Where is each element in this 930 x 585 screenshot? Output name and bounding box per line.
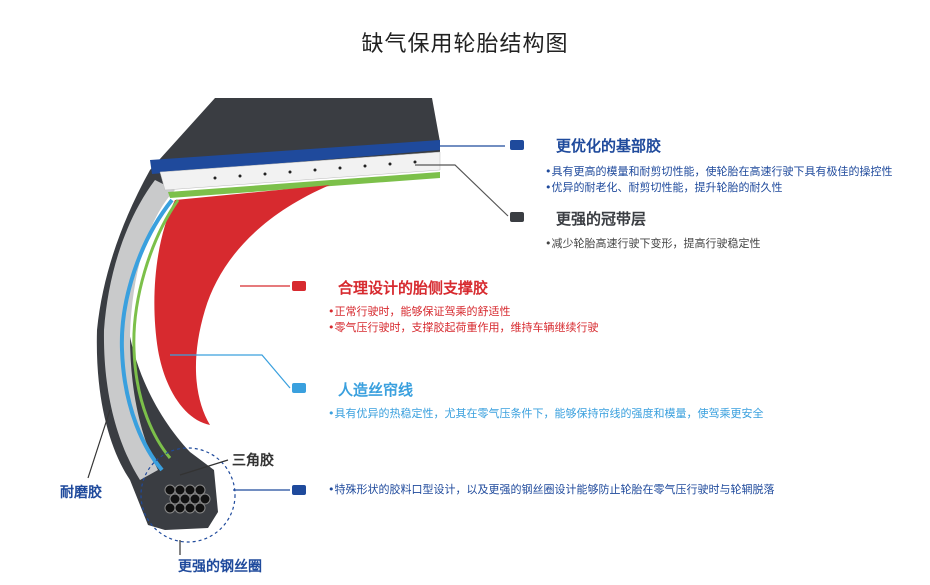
bullets-support: 正常行驶时，能够保证驾乘的舒适性 零气压行驶时，支撑胶起荷重作用，维持车辆继续行…: [328, 304, 599, 336]
bullet-base-1: 具有更高的模量和耐剪切性能，使轮胎在高速行驶下具有极佳的操控性: [545, 164, 893, 180]
bullets-base: 具有更高的模量和耐剪切性能，使轮胎在高速行驶下具有极佳的操控性 优异的耐老化、耐…: [545, 164, 893, 196]
sidewall-support-red: [154, 185, 330, 425]
label-bead: 更强的钢丝圈: [178, 559, 262, 575]
base-rubber-layer: [150, 140, 440, 174]
marker-support: [292, 281, 306, 291]
page-title: 缺气保用轮胎结构图: [361, 32, 569, 57]
leader-cap: [415, 164, 509, 217]
leader-cord: [170, 354, 291, 389]
bullet-support-1: 正常行驶时，能够保证驾乘的舒适性: [328, 304, 599, 320]
label-apex: 三角胶: [232, 453, 274, 469]
leader-abrasion: [87, 409, 111, 479]
heading-support: 合理设计的胎侧支撑胶: [338, 279, 489, 297]
rayon-cord-line: [119, 198, 174, 472]
bullet-support-2: 零气压行驶时，支撑胶起荷重作用，维持车辆继续行驶: [328, 320, 599, 336]
bead-ring-outline: [140, 447, 236, 543]
bullet-bead-1: 特殊形状的胶料口型设计，以及更强的钢丝圈设计能够防止轮胎在零气压行驶时与轮辋脱落: [328, 482, 775, 498]
tread-rubber: [96, 98, 440, 530]
rayon-cord-line-inner: [132, 199, 180, 459]
heading-cord: 人造丝帘线: [338, 381, 414, 399]
bullets-bead: 特殊形状的胶料口型设计，以及更强的钢丝圈设计能够防止轮胎在零气压行驶时与轮辋脱落: [328, 482, 775, 498]
label-abrasion: 耐磨胶: [60, 485, 102, 501]
bullet-base-2: 优异的耐老化、耐剪切性能，提升轮胎的耐久性: [545, 180, 893, 196]
leader-lines: [87, 145, 509, 555]
marker-base: [510, 140, 524, 150]
marker-bead: [292, 485, 306, 495]
inner-green-band: [168, 172, 440, 198]
bullets-cord: 具有优异的热稳定性，尤其在零气压条件下，能够保持帘线的强度和模量，使驾乘更安全: [328, 406, 764, 422]
cap-ply-layer: [159, 151, 441, 191]
leader-apex: [179, 459, 229, 476]
sidewall-gray: [103, 180, 175, 480]
marker-cord: [292, 383, 306, 393]
cap-ply-dots: [213, 160, 417, 180]
heading-cap: 更强的冠带层: [556, 210, 647, 228]
marker-cap: [510, 212, 524, 222]
bullets-cap: 减少轮胎高速行驶下变形，提高行驶稳定性: [545, 236, 761, 252]
bead-wire-bundle: [164, 484, 211, 514]
heading-base: 更优化的基部胶: [556, 137, 662, 155]
bullet-cord-1: 具有优异的热稳定性，尤其在零气压条件下，能够保持帘线的强度和模量，使驾乘更安全: [328, 406, 764, 422]
bullet-cap-1: 减少轮胎高速行驶下变形，提高行驶稳定性: [545, 236, 761, 252]
